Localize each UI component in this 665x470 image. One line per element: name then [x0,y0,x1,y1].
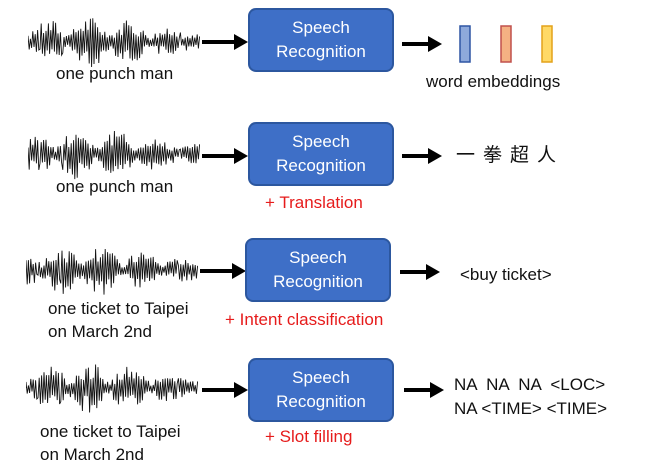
audio-waveform-3 [26,248,198,295]
audio-caption-4: one ticket to Taipei on March 2nd [40,420,181,466]
output-intent: <buy ticket> [460,265,552,284]
row-1: one punch man Speech Recognition word em… [0,0,665,110]
arrow-icon [200,263,246,279]
audio-waveform-2 [28,130,200,180]
caption-line: on March 2nd [48,322,152,341]
speech-recognition-box-3: Speech Recognition [245,238,391,302]
embedding-bar-1 [459,25,471,63]
box-line-1: Speech [292,18,350,37]
output-slot-tags: NA NA NA <LOC> NA <TIME> <TIME> [454,373,607,421]
embedding-bar-2 [500,25,512,63]
caption-line: one punch man [56,64,174,83]
addon-slot-filling: + Slot filling [265,427,353,446]
embedding-bar-3 [541,25,553,63]
box-line-2: Recognition [276,392,366,411]
arrow-icon [202,382,248,398]
audio-waveform-1 [28,18,200,68]
speech-recognition-box-4: Speech Recognition [248,358,394,422]
word-embedding-bars [459,25,553,63]
output-translation: 一拳超人 [456,144,565,166]
box-line-1: Speech [292,132,350,151]
addon-intent-classification: + Intent classification [225,310,384,329]
caption-line: one punch man [56,177,174,196]
box-line-2: Recognition [276,156,366,175]
caption-line: one ticket to Taipei [48,299,189,318]
audio-caption-2: one punch man [56,175,173,198]
arrow-icon [400,264,440,280]
caption-line: one ticket to Taipei [40,422,181,441]
caption-line: on March 2nd [40,445,144,464]
output-word-embeddings: word embeddings [426,72,561,91]
box-line-1: Speech [289,248,347,267]
arrow-icon [402,148,442,164]
audio-waveform-4 [26,364,198,413]
arrow-icon [202,34,248,50]
arrow-icon [202,148,248,164]
box-line-1: Speech [292,368,350,387]
slot-tags-line-1: NA NA NA <LOC> [454,375,606,394]
box-line-2: Recognition [276,42,366,61]
row-3: one ticket to Taipei on March 2nd Speech… [26,238,552,343]
speech-recognition-box-2: Speech Recognition [248,122,394,186]
slot-tags-line-2: NA <TIME> <TIME> [454,399,608,418]
speech-recognition-box-1: Speech Recognition [248,8,394,72]
addon-translation: + Translation [265,193,363,212]
row-2: one punch man Speech Recognition + Trans… [0,0,665,230]
audio-caption-3: one ticket to Taipei on March 2nd [48,297,189,343]
audio-caption-1: one punch man [56,62,173,85]
arrow-icon [402,36,442,52]
arrow-icon [404,382,444,398]
box-line-2: Recognition [273,272,363,291]
